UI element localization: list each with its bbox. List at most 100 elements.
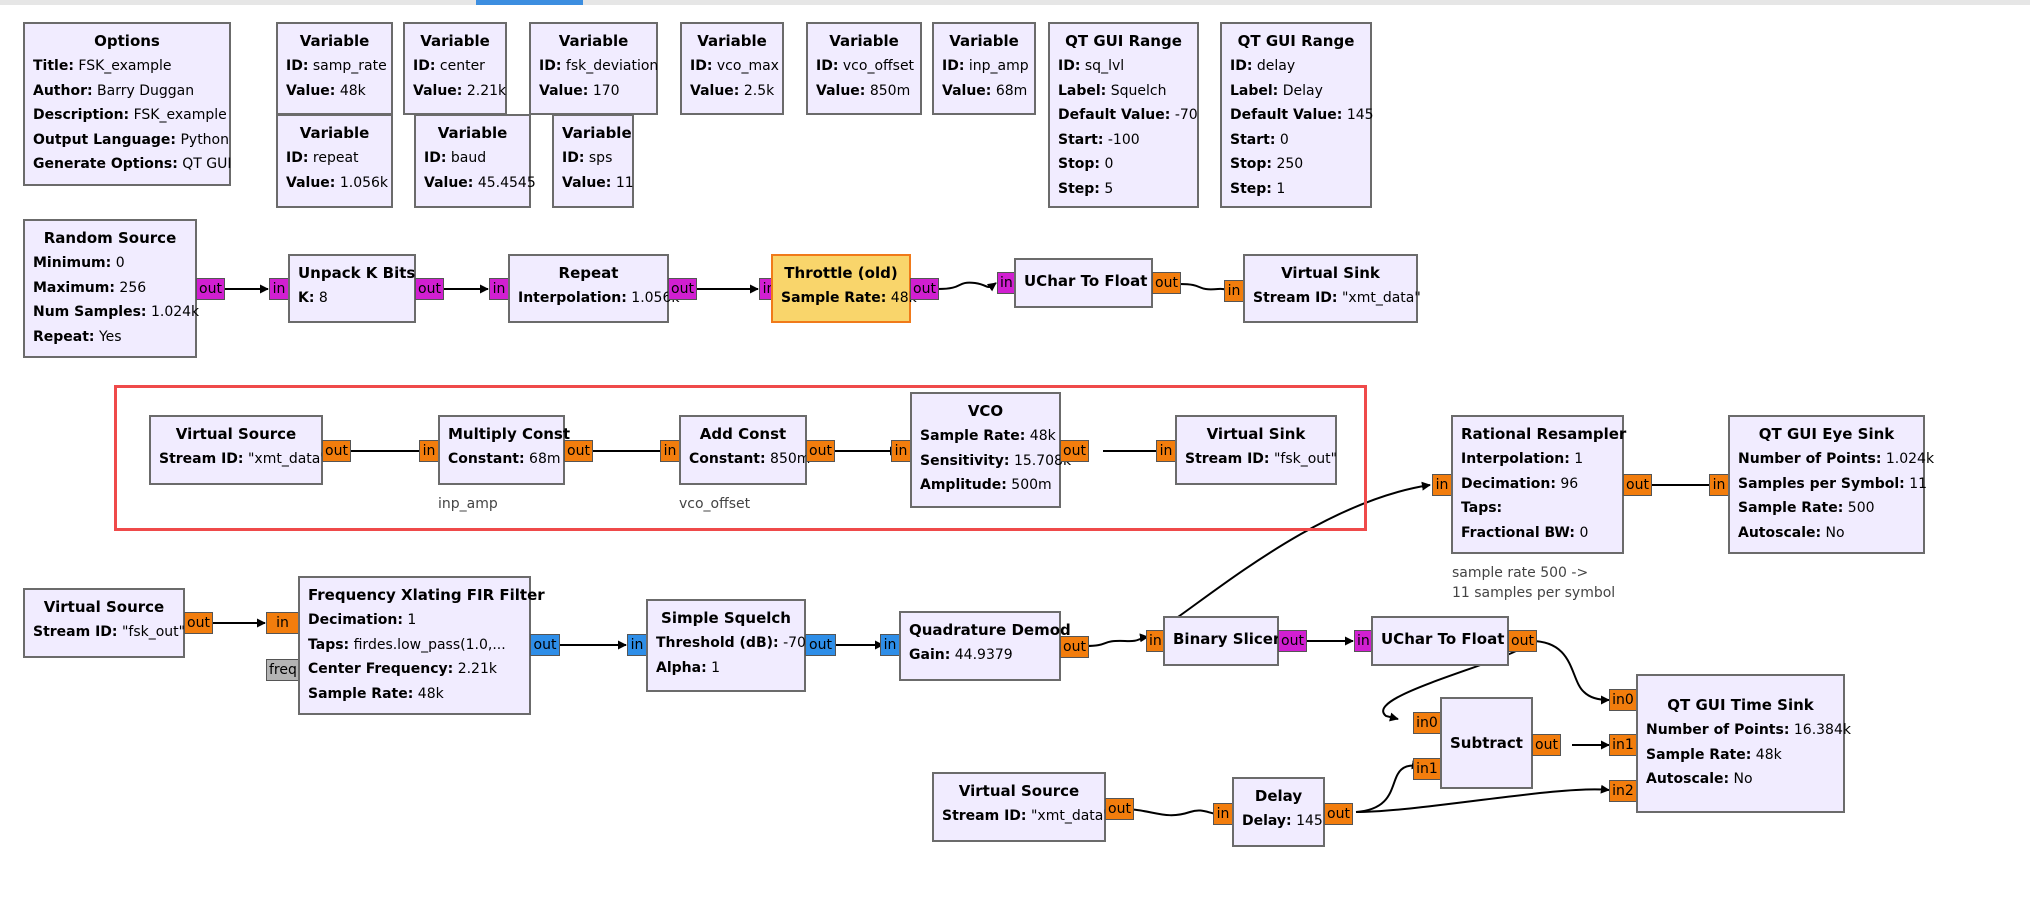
output-port[interactable]: out bbox=[910, 278, 939, 300]
input-port[interactable]: in bbox=[660, 440, 680, 462]
quadrature-demod-block[interactable]: Quadrature Demod Gain: 44.9379 bbox=[899, 611, 1071, 681]
variable-block-inp-amp[interactable]: Variable ID: inp_amp Value: 68m bbox=[932, 22, 1036, 115]
param-value: center bbox=[439, 58, 485, 74]
input-port[interactable]: in bbox=[997, 272, 1015, 294]
vco-block[interactable]: VCO Sample Rate: 48k Sensitivity: 15.708… bbox=[910, 392, 1071, 508]
param-label: Value: bbox=[424, 174, 474, 191]
binary-slicer-block[interactable]: Binary Slicer bbox=[1163, 616, 1280, 666]
input-port[interactable]: in bbox=[419, 440, 439, 462]
uchar-to-float-block[interactable]: UChar To Float bbox=[1014, 258, 1153, 308]
qt-gui-range-sq-lvl[interactable]: QT GUI Range ID: sq_lvl Label: Squelch D… bbox=[1048, 22, 1199, 208]
output-port[interactable]: out bbox=[322, 440, 351, 462]
input-port[interactable]: in bbox=[1213, 803, 1233, 825]
qt-gui-eye-sink-block[interactable]: QT GUI Eye Sink Number of Points: 1.024k… bbox=[1728, 415, 1934, 554]
variable-block-center[interactable]: Variable ID: center Value: 2.21k bbox=[403, 22, 507, 115]
options-block[interactable]: Options Title: FSK_example Author: Barry… bbox=[23, 22, 232, 186]
input-port-in1[interactable]: in1 bbox=[1609, 734, 1637, 756]
variable-block-samp-rate[interactable]: Variable ID: samp_rate Value: 48k bbox=[276, 22, 393, 115]
param-row: Value: 68m bbox=[942, 79, 1027, 104]
input-port[interactable]: in bbox=[627, 634, 647, 656]
subtract-block[interactable]: Subtract bbox=[1440, 697, 1533, 789]
param-label: Alpha: bbox=[656, 659, 707, 676]
virtual-sink-xmt-data[interactable]: Virtual Sink Stream ID: "xmt_data" bbox=[1243, 254, 1421, 323]
input-port[interactable]: in bbox=[891, 440, 911, 462]
input-port[interactable]: in bbox=[1354, 630, 1372, 652]
block-title: Variable bbox=[299, 32, 370, 50]
input-port-in2[interactable]: in2 bbox=[1609, 780, 1637, 802]
param-label: Generate Options: bbox=[33, 156, 178, 172]
input-port[interactable]: in bbox=[269, 278, 289, 300]
param-label: Label: bbox=[1230, 82, 1279, 99]
unpack-k-bits-block[interactable]: Unpack K Bits K: 8 bbox=[288, 254, 416, 323]
variable-block-vco-offset[interactable]: Variable ID: vco_offset Value: 850m bbox=[806, 22, 922, 115]
rational-resampler-block[interactable]: Rational Resampler Interpolation: 1 Deci… bbox=[1451, 415, 1626, 554]
output-port[interactable]: out bbox=[415, 278, 444, 300]
output-port[interactable]: out bbox=[184, 612, 213, 634]
throttle-block[interactable]: Throttle (old) Sample Rate: 48k bbox=[771, 254, 917, 323]
output-port[interactable]: out bbox=[1060, 440, 1089, 462]
message-port-freq[interactable]: freq bbox=[266, 659, 299, 681]
output-port[interactable]: out bbox=[530, 634, 560, 656]
output-port[interactable]: out bbox=[1508, 630, 1537, 652]
param-row: Decimation: 96 bbox=[1461, 472, 1614, 497]
param-value: FSK_example bbox=[133, 107, 227, 123]
repeat-block[interactable]: Repeat Interpolation: 1.056k bbox=[508, 254, 679, 323]
variable-block-repeat[interactable]: Variable ID: repeat Value: 1.056k bbox=[276, 114, 393, 208]
simple-squelch-block[interactable]: Simple Squelch Threshold (dB): -70 Alpha… bbox=[646, 599, 806, 692]
input-port[interactable]: in bbox=[1432, 474, 1452, 496]
variable-block-baud[interactable]: Variable ID: baud Value: 45.4545 bbox=[414, 114, 536, 208]
input-port-in0[interactable]: in0 bbox=[1413, 712, 1441, 734]
input-port-in1[interactable]: in1 bbox=[1413, 758, 1441, 780]
variable-block-fsk-deviation[interactable]: Variable ID: fsk_deviation Value: 170 bbox=[529, 22, 658, 115]
output-port[interactable]: out bbox=[1532, 734, 1561, 756]
param-value: "xmt_data" bbox=[247, 451, 327, 467]
output-port[interactable]: out bbox=[668, 278, 697, 300]
multiply-const-block[interactable]: Multiply Const Constant: 68m bbox=[438, 415, 570, 485]
frequency-xlating-fir-filter-block[interactable]: Frequency Xlating FIR Filter Decimation:… bbox=[298, 576, 545, 715]
input-port[interactable]: in bbox=[1156, 440, 1176, 462]
input-port[interactable]: in bbox=[880, 634, 900, 656]
param-label: Step: bbox=[1230, 180, 1272, 197]
wire bbox=[1355, 784, 1610, 813]
param-value: "fsk_out" bbox=[1273, 451, 1338, 467]
qt-gui-range-delay[interactable]: QT GUI Range ID: delay Label: Delay Defa… bbox=[1220, 22, 1374, 208]
param-label: Stream ID: bbox=[159, 451, 244, 467]
output-port[interactable]: out bbox=[196, 278, 225, 300]
output-port[interactable]: out bbox=[564, 440, 593, 462]
output-port[interactable]: out bbox=[1105, 798, 1134, 820]
input-port[interactable]: in bbox=[266, 612, 299, 634]
block-title: QT GUI Time Sink bbox=[1667, 696, 1814, 714]
input-port[interactable]: in bbox=[1709, 474, 1729, 496]
param-row: ID: sq_lvl bbox=[1058, 54, 1189, 79]
output-port[interactable]: out bbox=[1278, 630, 1307, 652]
input-port[interactable]: in bbox=[1224, 280, 1244, 302]
param-value: 250 bbox=[1276, 156, 1304, 172]
delay-block[interactable]: Delay Delay: 145 bbox=[1232, 777, 1325, 847]
param-row: Stream ID: "xmt_data" bbox=[1253, 286, 1421, 311]
output-port[interactable]: out bbox=[806, 440, 835, 462]
random-source-block[interactable]: Random Source Minimum: 0 Maximum: 256 Nu… bbox=[23, 219, 199, 358]
input-port[interactable]: in bbox=[489, 278, 509, 300]
param-label: Value: bbox=[286, 174, 336, 191]
output-port[interactable]: out bbox=[805, 634, 836, 656]
virtual-source-xmt-data-2[interactable]: Virtual Source Stream ID: "xmt_data" bbox=[932, 772, 1110, 842]
param-row: Minimum: 0 bbox=[33, 251, 187, 276]
input-port[interactable]: in bbox=[1146, 630, 1164, 652]
output-port[interactable]: out bbox=[1152, 272, 1181, 294]
uchar-to-float-block-2[interactable]: UChar To Float bbox=[1371, 616, 1509, 666]
output-port[interactable]: out bbox=[1060, 636, 1089, 658]
param-value: baud bbox=[450, 150, 487, 166]
variable-block-sps[interactable]: Variable ID: sps Value: 11 bbox=[552, 114, 634, 208]
output-port[interactable]: out bbox=[1324, 803, 1353, 825]
input-port-in0[interactable]: in0 bbox=[1609, 689, 1637, 711]
qt-gui-time-sink-block[interactable]: QT GUI Time Sink Number of Points: 16.38… bbox=[1636, 674, 1851, 813]
virtual-source-fsk-out[interactable]: Virtual Source Stream ID: "fsk_out" bbox=[23, 588, 185, 658]
virtual-source-xmt-data[interactable]: Virtual Source Stream ID: "xmt_data" bbox=[149, 415, 327, 485]
active-tab-indicator[interactable] bbox=[476, 0, 583, 5]
block-title: Random Source bbox=[43, 229, 177, 247]
variable-block-vco-max[interactable]: Variable ID: vco_max Value: 2.5k bbox=[680, 22, 784, 115]
output-port[interactable]: out bbox=[1623, 474, 1652, 496]
virtual-sink-fsk-out[interactable]: Virtual Sink Stream ID: "fsk_out" bbox=[1175, 415, 1337, 485]
add-const-block[interactable]: Add Const Constant: 850m bbox=[679, 415, 810, 485]
